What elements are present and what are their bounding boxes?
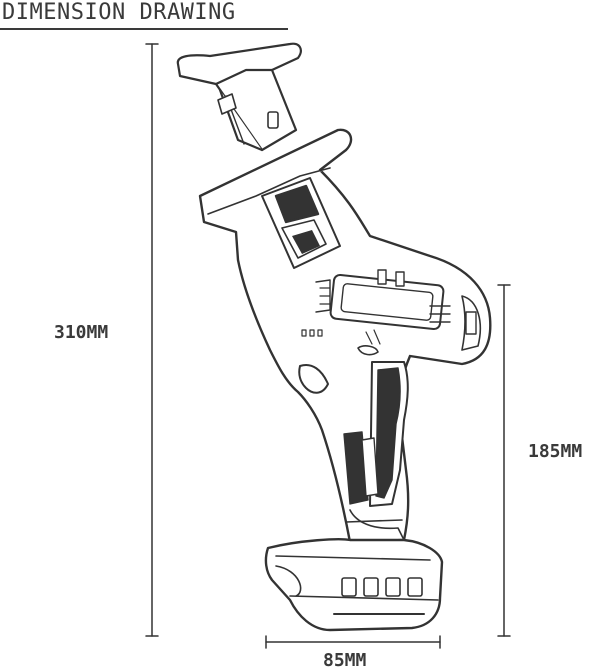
drawing-title: DIMENSION DRAWING	[2, 0, 236, 25]
handle-height-label: 185MM	[528, 441, 583, 462]
title-underline	[0, 28, 288, 30]
blade-guard	[176, 42, 302, 152]
dimension-line-handle-height	[497, 284, 511, 637]
base-width-label: 85MM	[323, 650, 367, 671]
dimension-line-overall-height	[145, 43, 159, 637]
dimension-line-base-width	[265, 635, 441, 649]
battery-pack	[264, 538, 444, 632]
overall-height-label: 310MM	[54, 322, 109, 343]
tool-body	[198, 128, 492, 544]
tool-handle	[343, 361, 409, 541]
